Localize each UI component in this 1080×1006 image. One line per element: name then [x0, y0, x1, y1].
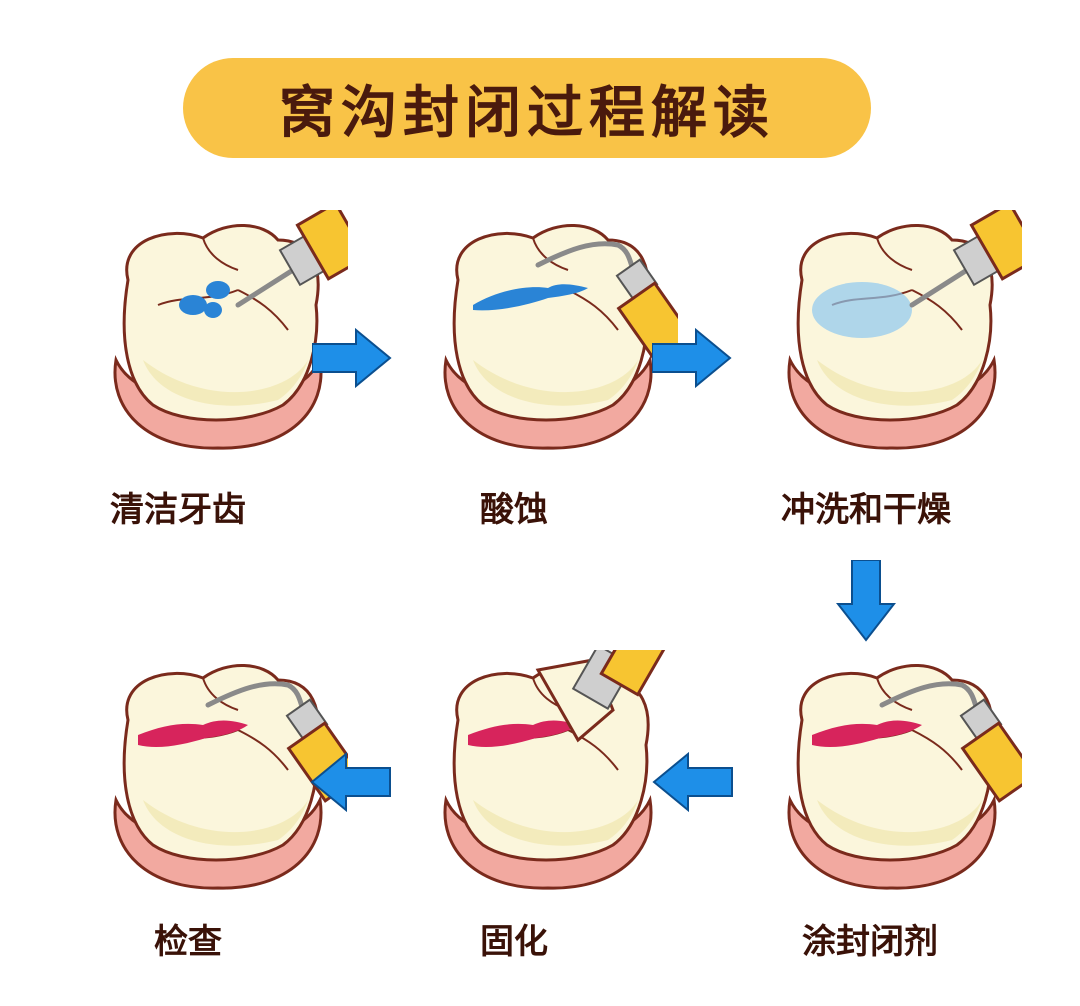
tooth-illustration — [443, 650, 669, 890]
step-apply-sealant — [762, 650, 1022, 910]
step-clean-tooth — [88, 210, 348, 470]
arrow-left-icon — [310, 752, 391, 812]
arrow-down-icon — [836, 560, 896, 642]
sealant — [812, 720, 922, 748]
step-rinse-dry — [762, 210, 1022, 470]
tooth-illustration — [787, 663, 1022, 890]
arrow-left-icon — [652, 752, 733, 812]
sealant — [138, 720, 248, 748]
step-label: 冲洗和干燥 — [781, 490, 951, 530]
arrow-right-icon — [312, 328, 392, 388]
step-etching — [418, 210, 678, 470]
plaque-dots — [179, 281, 230, 318]
step-label: 酸蚀 — [480, 490, 548, 530]
step-check — [88, 650, 348, 910]
etch-gel — [473, 284, 588, 311]
sealant — [468, 720, 578, 748]
tooth-illustration — [113, 210, 348, 450]
water-spray — [812, 282, 912, 338]
tooth-illustration — [443, 223, 678, 450]
step-label: 清洁牙齿 — [110, 490, 246, 530]
curing-light-icon — [535, 650, 669, 743]
tooth-illustration — [787, 210, 1022, 450]
tooth-illustration — [113, 663, 348, 890]
arrow-right-icon — [652, 328, 732, 388]
title-banner: 窝沟封闭过程解读 — [183, 58, 871, 158]
step-label: 涂封闭剂 — [802, 922, 938, 962]
step-curing — [418, 650, 678, 910]
step-label: 检查 — [154, 922, 222, 962]
step-label: 固化 — [480, 922, 548, 962]
page-title: 窝沟封闭过程解读 — [279, 80, 775, 146]
